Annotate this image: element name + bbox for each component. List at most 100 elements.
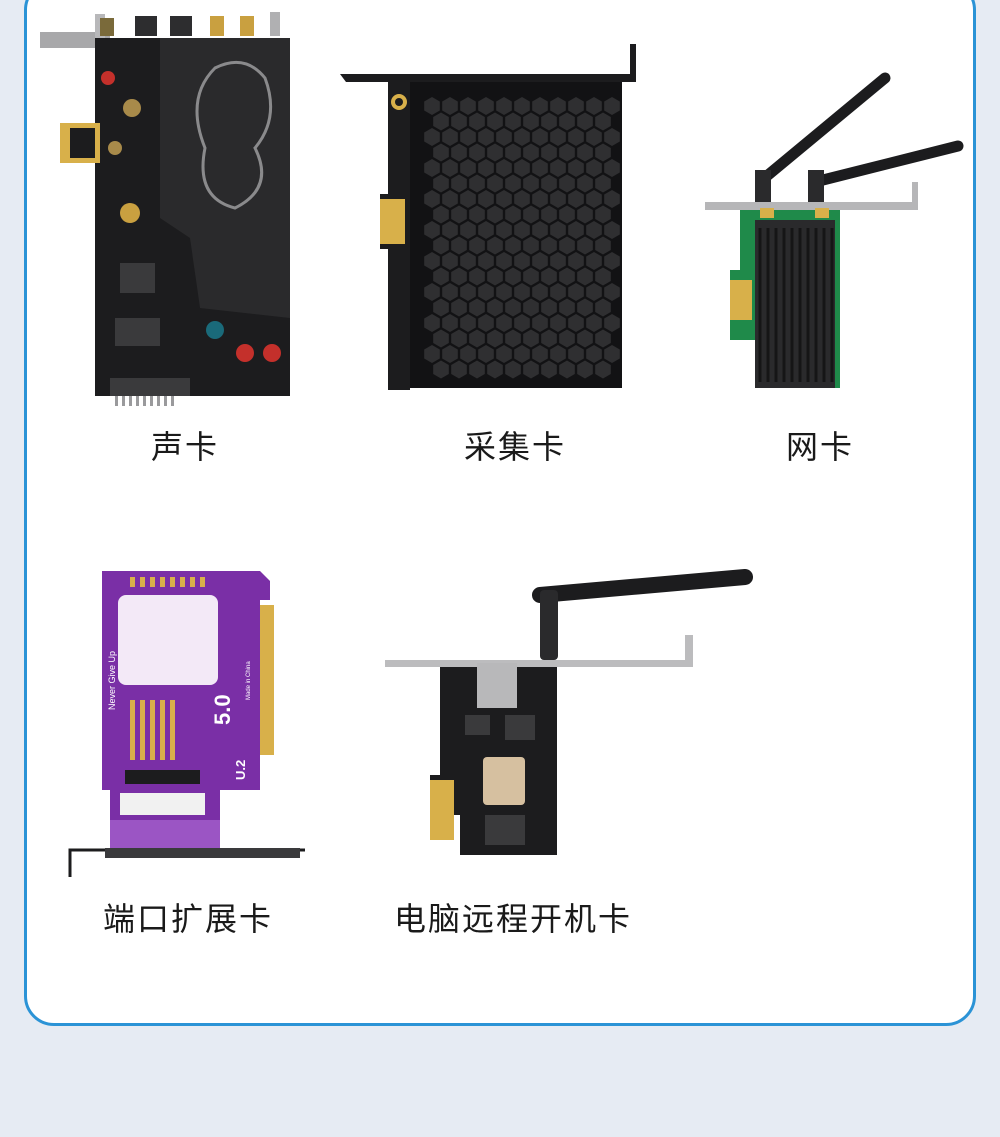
vent-hole [559, 112, 575, 131]
vent-hole [433, 298, 449, 317]
vent-hole [478, 283, 494, 301]
vent-hole [460, 283, 476, 301]
vent-hole [496, 221, 512, 239]
vent-hole [532, 221, 548, 239]
vent-hole [487, 267, 503, 286]
vent-hole [478, 314, 494, 332]
vent-hole [523, 205, 539, 224]
vent-hole [559, 329, 575, 348]
vent-hole [496, 283, 512, 301]
vent-hole [577, 236, 593, 255]
vent-hole [487, 174, 503, 193]
vent-hole [568, 221, 584, 239]
vent-hole [586, 190, 602, 208]
vent-hole [532, 128, 548, 146]
vent-hole [577, 298, 593, 317]
vent-hole [550, 221, 566, 239]
vent-hole [559, 205, 575, 224]
vent-hole [604, 252, 620, 270]
vent-hole [433, 267, 449, 286]
vent-hole [595, 205, 611, 224]
vent-hole [532, 252, 548, 270]
vent-hole [424, 345, 440, 363]
vent-hole [469, 298, 485, 317]
vent-hole [604, 128, 620, 146]
vent-hole [541, 329, 557, 348]
vent-hole [523, 298, 539, 317]
vent-hole [568, 283, 584, 301]
vent-hole [514, 97, 530, 115]
vent-hole [460, 221, 476, 239]
vent-hole [568, 345, 584, 363]
vent-hole [478, 159, 494, 177]
vent-hole [604, 190, 620, 208]
vent-hole [568, 252, 584, 270]
vent-hole [469, 360, 485, 379]
vent-hole [586, 345, 602, 363]
vent-hole [424, 97, 440, 115]
vent-hole [514, 159, 530, 177]
vent-hole [559, 174, 575, 193]
svg-text:U.2: U.2 [233, 760, 248, 780]
vent-hole [568, 128, 584, 146]
vent-hole [451, 360, 467, 379]
vent-hole [451, 267, 467, 286]
vent-hole [595, 112, 611, 131]
vent-hole [604, 283, 620, 301]
vent-hole [568, 314, 584, 332]
vent-hole [550, 128, 566, 146]
vent-hole [532, 283, 548, 301]
vent-hole [487, 329, 503, 348]
vent-hole [586, 128, 602, 146]
vent-hole [568, 97, 584, 115]
vent-hole [505, 267, 521, 286]
vent-hole [514, 128, 530, 146]
vent-hole [595, 174, 611, 193]
vent-hole [442, 252, 458, 270]
vent-hole [451, 298, 467, 317]
vent-hole [433, 329, 449, 348]
vent-hole [424, 128, 440, 146]
vent-hole [505, 112, 521, 131]
vent-hole [595, 298, 611, 317]
vent-hole [478, 345, 494, 363]
vent-hole [550, 159, 566, 177]
vent-hole [442, 314, 458, 332]
vent-hole [577, 112, 593, 131]
vent-hole [523, 329, 539, 348]
vent-hole [505, 174, 521, 193]
caption-network-card: 网卡 [785, 428, 854, 466]
vent-hole [469, 236, 485, 255]
vent-hole [577, 143, 593, 162]
vent-hole [460, 190, 476, 208]
vent-hole [469, 329, 485, 348]
vent-hole [541, 112, 557, 131]
vent-hole [487, 143, 503, 162]
vent-hole [595, 329, 611, 348]
vent-hole [514, 314, 530, 332]
vent-hole [496, 314, 512, 332]
vent-hole [559, 267, 575, 286]
vent-hole [604, 345, 620, 363]
vent-hole [577, 360, 593, 379]
vent-hole [442, 345, 458, 363]
vent-hole [604, 314, 620, 332]
vent-hole [595, 236, 611, 255]
svg-text:5.0: 5.0 [210, 694, 235, 725]
vent-hole [496, 345, 512, 363]
vent-hole [487, 112, 503, 131]
caption-port-expansion-card: 端口扩展卡 [102, 900, 273, 938]
vent-hole [586, 159, 602, 177]
vent-hole [442, 190, 458, 208]
vent-hole [595, 267, 611, 286]
vent-hole [577, 205, 593, 224]
vent-hole [595, 360, 611, 379]
vent-hole [604, 221, 620, 239]
capture-card-image [340, 44, 636, 390]
vent-hole [460, 252, 476, 270]
vent-hole [469, 205, 485, 224]
vent-hole [505, 143, 521, 162]
port-expansion-card-image: 5.0 U.2 Never Give Up Made in China [68, 571, 305, 877]
vent-hole [424, 283, 440, 301]
caption-capture-card: 采集卡 [463, 428, 566, 466]
